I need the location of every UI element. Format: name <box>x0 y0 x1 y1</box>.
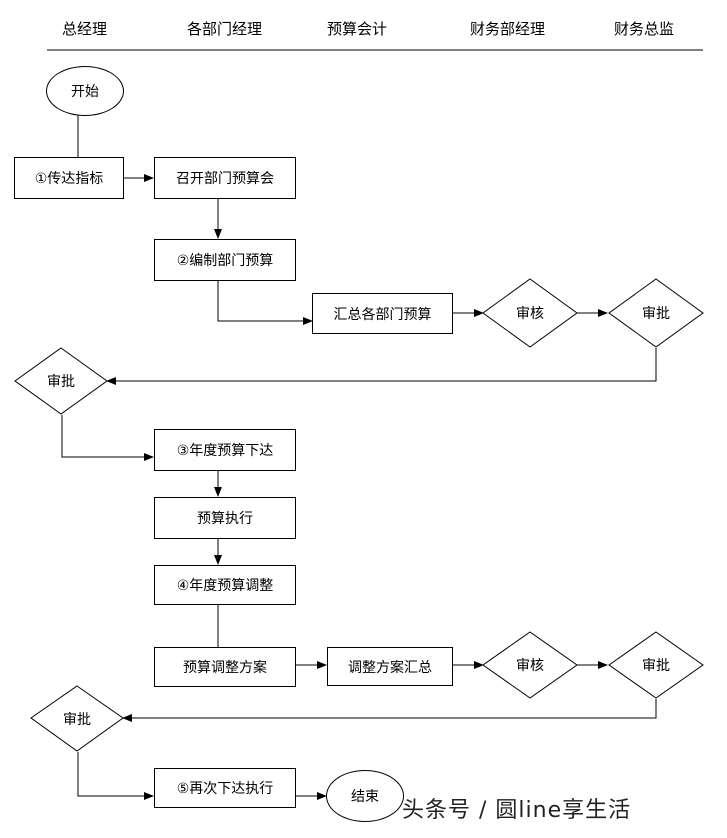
edge-prepare-to-summarize <box>217 281 313 325</box>
label-approve-1-cfo: 审批 <box>642 306 670 322</box>
box-execute-budget: 预算执行 <box>154 497 296 539</box>
lane-header-finance-manager: 财务部经理 <box>470 20 546 38</box>
diamond-approve-1-cfo <box>608 278 704 348</box>
edge-approve2gm-to-reissue <box>77 752 154 800</box>
end-node: 结束 <box>326 770 404 822</box>
lane-header-gm: 总经理 <box>62 20 108 38</box>
box-dept-budget-meeting: 召开部门预算会 <box>154 157 296 199</box>
box-reissue-execute: ⑤再次下达执行 <box>154 768 296 808</box>
lane-header-cfo: 财务总监 <box>614 20 675 38</box>
start-node: 开始 <box>46 66 124 116</box>
diamond-approve-1-gm <box>14 347 108 415</box>
box-summarize-budgets: 汇总各部门预算 <box>312 293 453 334</box>
lane-header-dept-managers: 各部门经理 <box>187 20 263 38</box>
box-summarize-adjustment: 调整方案汇总 <box>327 647 453 686</box>
edge-approve1cfo-to-approve1gm <box>106 348 657 385</box>
label-approve-2-cfo: 审批 <box>642 658 670 674</box>
watermark-text: 头条号 / 圆line享生活 <box>402 798 632 823</box>
box-adjust-annual-budget: ④年度预算调整 <box>154 565 296 605</box>
box-adjustment-plan: 预算调整方案 <box>154 647 296 687</box>
box-issue-annual-budget: ③年度预算下达 <box>154 429 296 471</box>
box-convey-targets: ①传达指标 <box>14 157 124 199</box>
lane-header-budget-accountant: 预算会计 <box>327 20 388 38</box>
diamond-review-1 <box>482 278 578 348</box>
edge-approve1gm-to-issue <box>61 415 154 461</box>
diamond-approve-2-gm <box>30 685 124 752</box>
label-review-2: 审核 <box>516 658 544 674</box>
diamond-approve-2-cfo <box>608 631 704 699</box>
label-review-1: 审核 <box>516 306 544 322</box>
diamond-review-2 <box>482 631 578 699</box>
label-approve-1-gm: 审批 <box>47 374 75 390</box>
label-approve-2-gm: 审批 <box>63 711 91 728</box>
edge-approve2cfo-to-approve2gm <box>122 699 657 722</box>
box-prepare-dept-budget: ②编制部门预算 <box>154 239 296 281</box>
